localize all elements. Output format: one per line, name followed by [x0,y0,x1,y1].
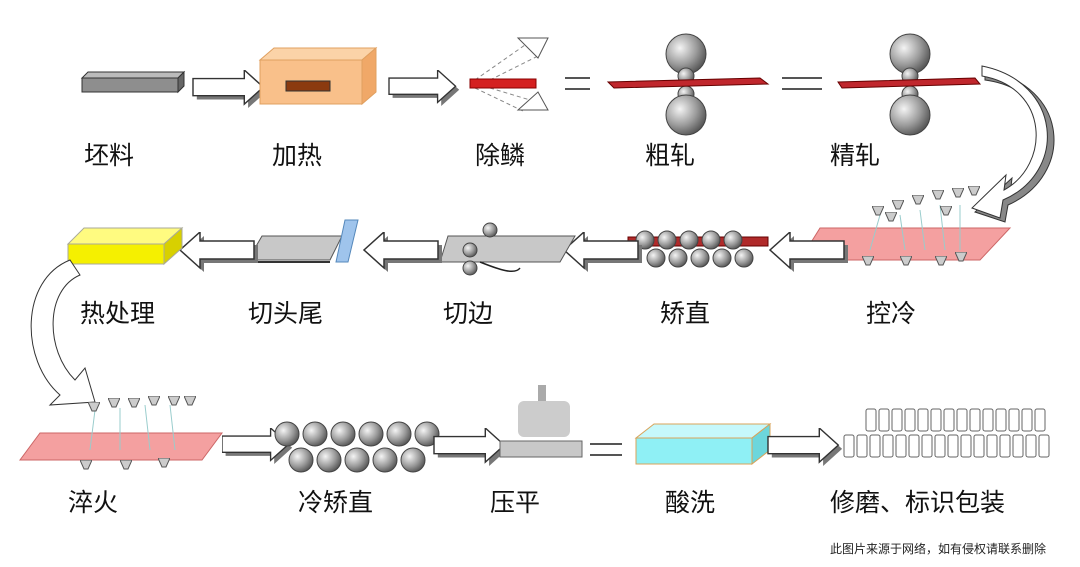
separator-lines-row3 [590,443,622,456]
plate-pack [960,434,972,458]
label-heating: 加热 [272,141,322,170]
descaling-unit [469,37,549,113]
copyright-note: 此图片来源于网络，如有侵权请联系删除 [829,542,1046,556]
plate-pack [1038,434,1050,458]
plate-pack [999,434,1011,458]
plate-pack [891,408,903,432]
plate-pack [908,434,920,458]
quenching [19,396,223,470]
rough-rolling-mill [606,33,770,136]
plate-pack [934,434,946,458]
plate-pack [895,434,907,458]
plate-pack [856,434,868,458]
plate-pack [1012,434,1024,458]
plate-pack [904,408,916,432]
heat-treatment-furnace [66,226,184,266]
flow-arrow [433,428,509,466]
plate-pack [882,434,894,458]
cold-straightening-machine [274,421,440,473]
plate-pack [947,434,959,458]
plate-pack [973,434,985,458]
label-grinding-marking-packing: 修磨、标识包装 [830,488,1005,517]
row3-labels: 淬火 冷矫直 压平 酸洗 修磨、标识包装 [68,488,1005,517]
plate-pack [982,408,994,432]
plate-pack [995,408,1007,432]
flow-arrow [192,70,268,108]
label-quenching: 淬火 [68,488,118,517]
label-descaling: 除鳞 [475,141,525,170]
label-flattening: 压平 [490,488,540,517]
label-straightening: 矫直 [660,299,710,328]
label-finish-rolling: 精轧 [830,141,880,170]
flow-arrow [363,232,442,272]
label-controlled-cooling: 控冷 [866,299,916,328]
label-pickling: 酸洗 [665,488,715,517]
flow-arrow [179,232,258,272]
crop-shear [240,219,359,263]
plate-pack [1008,408,1020,432]
heating-furnace [258,46,378,106]
label-crop-end: 切头尾 [248,299,323,328]
slab-billet [80,70,186,94]
plate-pack [930,408,942,432]
plate-pack [943,408,955,432]
row1-labels: 坯料 加热 除鳞 粗轧 精轧 [84,141,880,170]
pickling-tank [634,422,772,466]
flow-arrow [388,70,460,106]
label-heat-treatment: 热处理 [80,299,155,328]
row2-labels: 热处理 切头尾 切边 矫直 控冷 [80,299,916,328]
plate-pack [969,408,981,432]
finish-rolling-mill [837,33,982,136]
packaged-plates [843,408,1050,458]
plate-pack [986,434,998,458]
plate-pack [843,434,855,458]
plate-pack [878,408,890,432]
edge-trimming [439,222,576,276]
label-billet: 坯料 [84,141,134,170]
label-rough-rolling: 粗轧 [645,141,695,170]
label-edge-trimming: 切边 [443,299,493,328]
plate-pack [869,434,881,458]
curved-arrow-left [30,259,96,406]
curved-arrow-right [971,65,1055,223]
plate-pack [917,408,929,432]
plate-pack [1034,408,1046,432]
press-flattening [499,385,583,458]
plate-pack [1021,408,1033,432]
plate-pack [921,434,933,458]
straightening-machine [627,230,769,268]
separator-lines [565,77,822,90]
plate-pack [956,408,968,432]
plate-pack [1025,434,1037,458]
label-cold-straightening: 冷矫直 [298,488,373,517]
plate-pack [865,408,877,432]
flow-arrow [767,428,843,466]
